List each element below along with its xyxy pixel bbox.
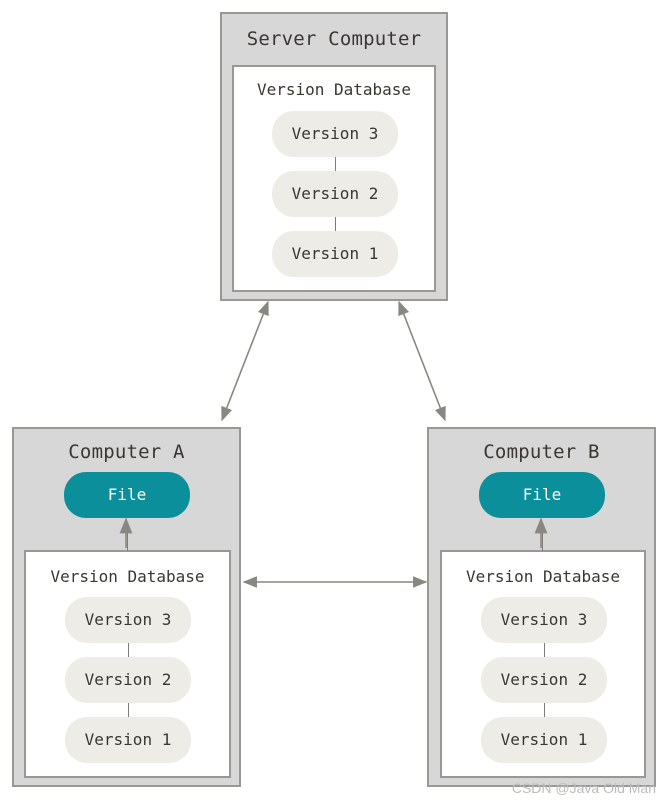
computer-a-version-2: Version 2 — [65, 657, 191, 703]
server-computer-box: Server Computer Version Database Version… — [220, 12, 448, 301]
watermark: CSDN @Java Old Man — [511, 780, 656, 796]
computer-b-file: File — [479, 472, 605, 518]
computer-a-version-1: Version 1 — [65, 717, 191, 763]
computer-a-version-3: Version 3 — [65, 597, 191, 643]
server-computer-title: Server Computer — [246, 28, 422, 50]
computer-b-title: Computer B — [483, 441, 600, 463]
computer-b-version-database: Version Database Version 3 Version 2 Ver… — [440, 550, 646, 778]
computer-b-box: Computer B File Version Database Version… — [427, 427, 656, 787]
server-version-2: Version 2 — [272, 171, 398, 217]
computer-b-version-database-title: Version Database — [465, 567, 621, 586]
server-version-1: Version 1 — [272, 231, 398, 277]
computer-a-version-database: Version Database Version 3 Version 2 Ver… — [24, 550, 231, 778]
server-version-3: Version 3 — [272, 111, 398, 157]
computer-b-version-1: Version 1 — [481, 717, 607, 763]
server-version-database: Version Database Version 3 Version 2 Ver… — [232, 65, 436, 292]
server-version-database-title: Version Database — [256, 80, 412, 99]
computer-a-box: Computer A File Version Database Version… — [12, 427, 241, 787]
computer-b-version-2: Version 2 — [481, 657, 607, 703]
computer-a-version-database-title: Version Database — [50, 567, 205, 586]
file-connector-line — [127, 529, 128, 551]
computer-a-title: Computer A — [68, 441, 185, 463]
computer-a-file: File — [64, 472, 190, 518]
file-connector-line — [542, 529, 543, 551]
computer-b-version-3: Version 3 — [481, 597, 607, 643]
server-to-computer-b-arrow — [398, 300, 446, 422]
server-to-computer-a-arrow — [221, 300, 269, 422]
